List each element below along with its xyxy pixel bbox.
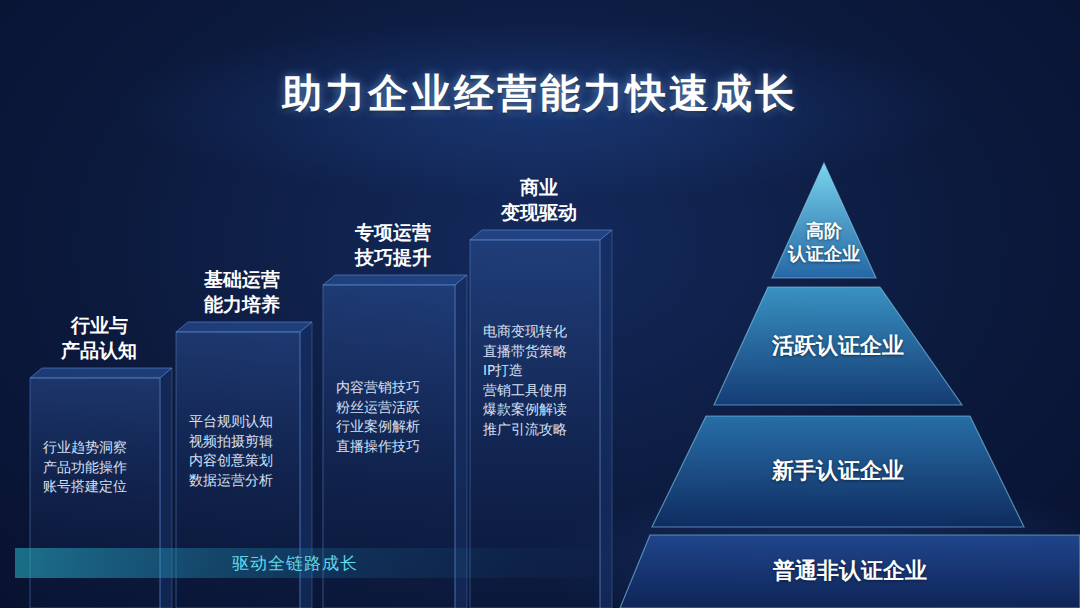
tier-outline (772, 163, 876, 278)
pyramid-tier: 普通非认证企业 (620, 535, 1080, 608)
tier-label: 高阶 认证企业 (779, 219, 869, 266)
pyramid-tier: 活跃认证企业 (714, 287, 962, 405)
pillar-heading: 商业 变现驱动 (489, 175, 589, 226)
pillar-heading: 专项运营 技巧提升 (343, 220, 443, 271)
pillar-top (30, 368, 172, 378)
pyramid-tier: 新手认证企业 (652, 416, 1024, 527)
growth-band: 驱动全链路成长 (15, 548, 593, 578)
tier-label: 新手认证企业 (652, 457, 1024, 486)
pillar-top (176, 322, 312, 332)
pillar-body: 行业趋势洞察 产品功能操作 账号搭建定位 (43, 438, 151, 497)
pillar-top (323, 275, 467, 285)
pillar-heading: 基础运营 能力培养 (192, 267, 292, 318)
pillar-body: 电商变现转化 直播带货策略 IP打造 营销工具使用 爆款案例解读 推广引流攻略 (483, 322, 591, 439)
tier-label: 普通非认证企业 (620, 557, 1080, 586)
pillar-body: 平台规则认知 视频拍摄剪辑 内容创意策划 数据运营分析 (189, 412, 291, 490)
band-fill (15, 548, 593, 578)
tier-outline (652, 416, 1024, 527)
band-label: 驱动全链路成长 (232, 552, 358, 575)
pillar-heading: 行业与 产品认知 (49, 313, 149, 364)
diagram-title: 助力企业经营能力快速成长 (0, 66, 1080, 121)
pillar-top (470, 230, 612, 240)
tier-outline (714, 287, 962, 405)
tier-outline (620, 535, 1080, 608)
tier-label: 活跃认证企业 (714, 332, 962, 361)
pillar-body: 内容营销技巧 粉丝运营活跃 行业案例解析 直播操作技巧 (336, 378, 446, 456)
pyramid-tier: 高阶 认证企业 (772, 163, 876, 278)
pillar-side (600, 230, 612, 608)
